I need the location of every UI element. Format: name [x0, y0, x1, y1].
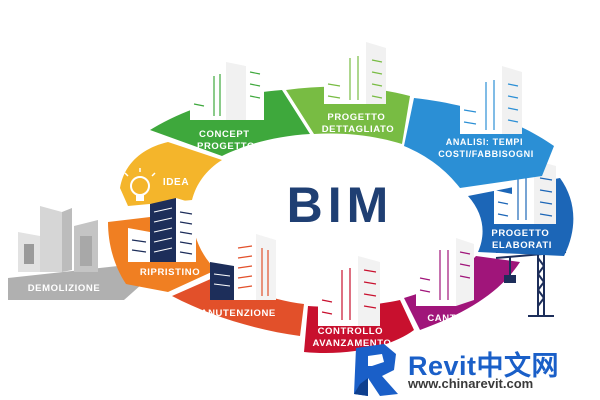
segment-idea-shape [120, 142, 222, 206]
segment-dettagliato: PROGETTO DETTAGLIATO [286, 42, 410, 144]
label-elaborati: PROGETTO ELABORATI [491, 228, 552, 251]
label-demolizione: DEMOLIZIONE [28, 283, 101, 294]
segment-controllo: CONTROLLO AVANZAMENTO [304, 256, 414, 354]
segment-concept: CONCEPT PROGETTO [150, 52, 310, 156]
building-manutenzione-icon [210, 234, 276, 300]
watermark: Revit中文网 www.chinarevit.com [350, 338, 600, 400]
label-manutenzione: MANUTENZIONE [192, 308, 276, 319]
revit-r-logo-icon [354, 344, 398, 396]
label-dettagliato: PROGETTO DETTAGLIATO [322, 112, 395, 135]
segment-ripristino: RIPRISTINO [108, 198, 216, 292]
segment-manutenzione: MANUTENZIONE [172, 234, 304, 336]
label-idea: IDEA [163, 177, 189, 188]
segment-cantiere: CANTIERE [404, 235, 567, 330]
label-analisi: ANALISI: TEMPI COSTI/FABBISOGNI [438, 137, 534, 159]
segment-analisi: ANALISI: TEMPI COSTI/FABBISOGNI [404, 66, 554, 188]
segment-analisi-shape [404, 98, 554, 188]
segment-concept-shape [150, 90, 310, 156]
segment-idea: IDEA [120, 142, 222, 206]
segment-manutenzione-shape [172, 274, 304, 336]
building-cantiere-icon [416, 238, 474, 306]
segment-demolizione-shape [8, 266, 142, 300]
segment-demolizione: DEMOLIZIONE [8, 206, 142, 300]
lightbulb-icon [124, 168, 156, 201]
building-concept-icon [190, 52, 264, 120]
building-controllo-icon [318, 256, 380, 326]
watermark-url: www.chinarevit.com [408, 376, 534, 391]
building-dettagliato-icon [324, 42, 386, 104]
label-controllo: CONTROLLO AVANZAMENTO [313, 326, 392, 349]
label-concept: CONCEPT PROGETTO [197, 129, 255, 152]
building-ripristino-icon [128, 198, 196, 262]
building-demolizione-icon [18, 206, 98, 272]
label-ripristino: RIPRISTINO [140, 267, 200, 278]
center-title: BIM [287, 177, 394, 233]
building-analisi-icon [460, 66, 522, 134]
label-cantiere: CANTIERE [427, 313, 480, 324]
watermark-name: Revit中文网 [408, 351, 560, 381]
